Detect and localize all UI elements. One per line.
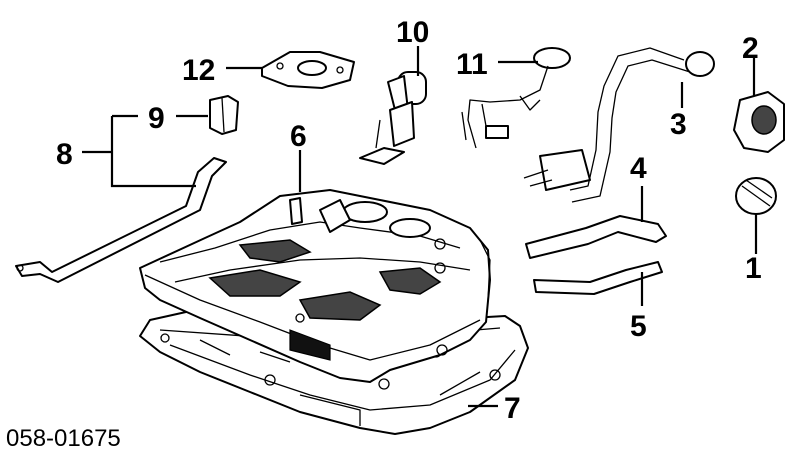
part-6-fuel-tank <box>139 189 491 390</box>
part-5-hose <box>533 261 663 295</box>
callout-7: 7 <box>504 392 521 425</box>
part-12-gasket <box>261 51 355 89</box>
callout-6: 6 <box>290 120 307 153</box>
part-10-fuel-pump <box>359 71 427 165</box>
callout-5: 5 <box>630 310 647 343</box>
part-2-filler-housing <box>733 91 785 153</box>
callout-4: 4 <box>630 152 647 185</box>
callout-12: 12 <box>182 54 215 87</box>
callout-9: 9 <box>148 102 165 135</box>
part-3-filler-pipe <box>523 47 715 203</box>
part-code: 058-01675 <box>6 425 121 452</box>
part-9-cushion <box>209 95 239 135</box>
part-1-fuel-cap <box>735 177 777 215</box>
callout-11: 11 <box>456 48 488 81</box>
leader-lines <box>82 46 758 408</box>
part-11-sending-unit <box>461 47 571 149</box>
part-4-hose <box>525 215 667 259</box>
callout-3: 3 <box>670 108 687 141</box>
callout-10: 10 <box>396 16 429 49</box>
callout-2: 2 <box>742 32 759 65</box>
callout-8: 8 <box>56 138 73 171</box>
callout-1: 1 <box>745 252 762 285</box>
part-8-tank-strap <box>15 157 227 283</box>
